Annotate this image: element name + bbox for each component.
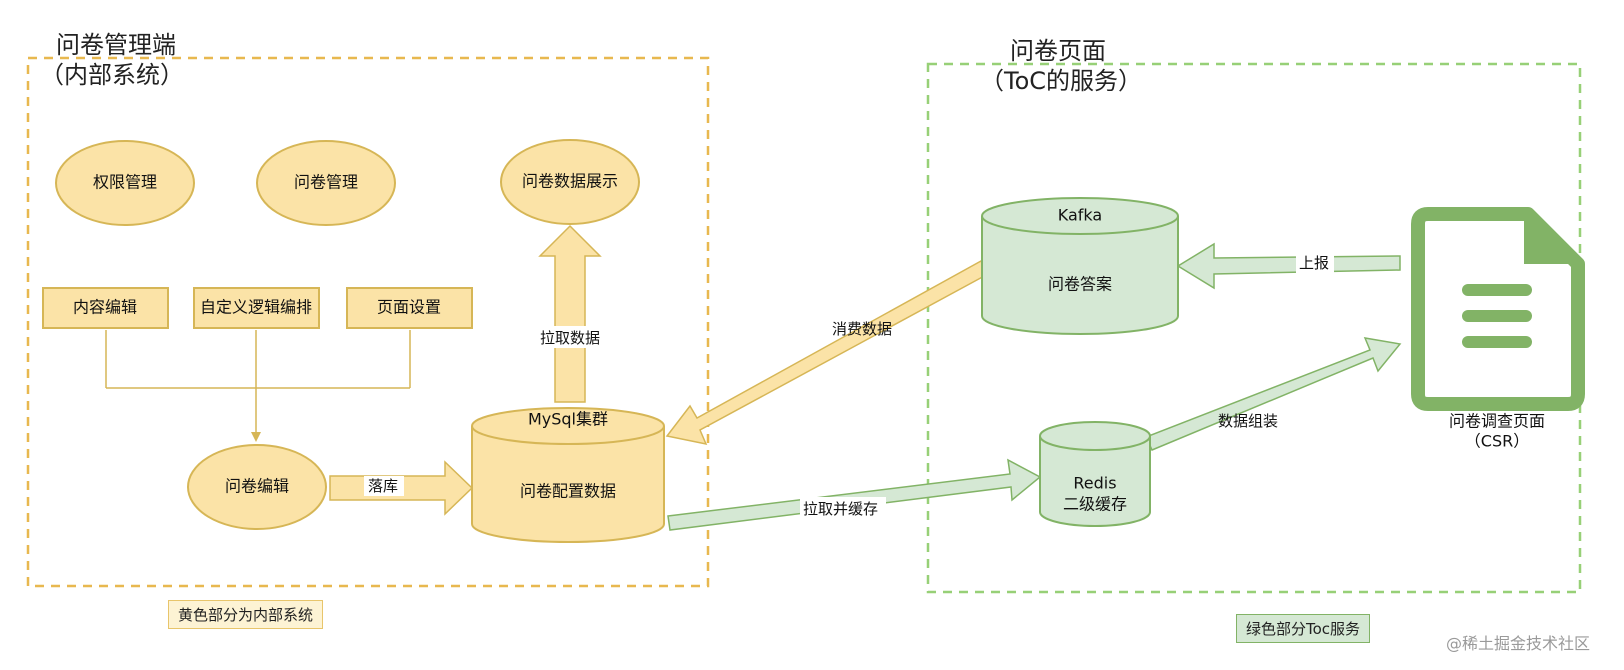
redis-body: 二级缓存 xyxy=(1063,495,1127,514)
toc-region-title-1: 问卷页面 xyxy=(1010,37,1106,65)
document-icon xyxy=(1411,207,1585,411)
report-edge-label: 上报 xyxy=(1299,254,1329,272)
assemble-arrow xyxy=(1144,337,1402,451)
fetch-cache-arrow xyxy=(667,458,1042,531)
custom-logic-label: 自定义逻辑编排 xyxy=(200,298,312,317)
mysql-cluster-db xyxy=(471,407,665,543)
kafka-title: Kafka xyxy=(1058,206,1102,225)
toc-region-title-2: （ToC的服务） xyxy=(980,67,1143,95)
yellow-legend: 黄色部分为内部系统 xyxy=(168,600,324,629)
data-display-node xyxy=(500,139,640,225)
redis-db xyxy=(1039,421,1151,527)
fetch-data-arrow xyxy=(538,224,602,403)
survey-page-label-1: 问卷调查页面 xyxy=(1449,412,1545,431)
page-settings-label: 页面设置 xyxy=(377,298,441,317)
survey-page-label-2: （CSR） xyxy=(1465,432,1529,451)
survey-mgmt-label: 问卷管理 xyxy=(294,173,358,192)
internal-region-title-1: 问卷管理端 xyxy=(56,31,176,59)
store-edge-label: 落库 xyxy=(368,477,398,495)
fetch-cache-edge-label: 拉取并缓存 xyxy=(803,500,878,518)
consume-data-arrow xyxy=(665,259,990,446)
permission-label: 权限管理 xyxy=(93,173,157,192)
internal-system-region xyxy=(26,56,710,588)
content-edit-node xyxy=(42,287,169,329)
report-arrow xyxy=(1176,242,1401,290)
mysql-title: MySql集群 xyxy=(528,410,608,429)
fetch-data-edge-label: 拉取数据 xyxy=(540,329,600,347)
survey-mgmt-node xyxy=(256,140,396,226)
page-settings-node xyxy=(346,287,473,329)
kafka-db xyxy=(981,197,1179,335)
assemble-edge-label: 数据组装 xyxy=(1218,412,1278,430)
merge-connector xyxy=(105,330,411,442)
survey-edit-label: 问卷编辑 xyxy=(225,477,289,496)
consume-data-edge-label: 消费数据 xyxy=(832,320,892,338)
internal-region-title-2: （内部系统） xyxy=(40,61,184,89)
permission-node xyxy=(55,140,195,226)
kafka-body: 问卷答案 xyxy=(1048,275,1112,294)
survey-edit-node xyxy=(187,444,327,530)
mysql-body: 问卷配置数据 xyxy=(520,482,616,501)
content-edit-label: 内容编辑 xyxy=(73,298,137,317)
redis-title: Redis xyxy=(1073,474,1116,493)
green-legend: 绿色部分Toc服务 xyxy=(1236,614,1371,643)
custom-logic-node xyxy=(193,287,320,329)
watermark: @稀土掘金技术社区 xyxy=(1446,634,1591,653)
data-display-label: 问卷数据展示 xyxy=(522,172,618,191)
